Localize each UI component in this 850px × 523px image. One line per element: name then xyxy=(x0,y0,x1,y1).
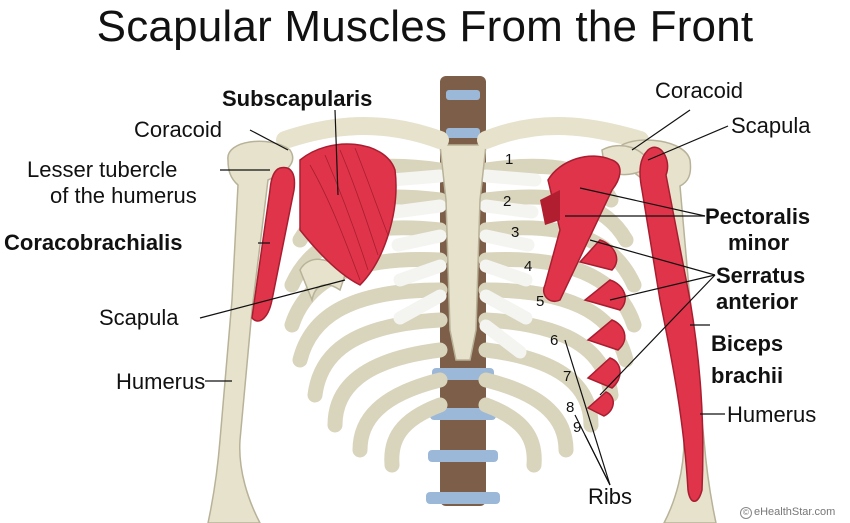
label-pectoralis-minor-line2: minor xyxy=(728,230,790,255)
subscapularis-fibers xyxy=(309,147,389,281)
clavicle-right xyxy=(477,117,649,149)
label-humerus-right: Humerus xyxy=(727,402,817,427)
leader-lines xyxy=(199,109,729,486)
rib-number-6: 6 xyxy=(550,332,559,349)
subscapularis-muscle xyxy=(299,143,397,286)
label-coracoid-right: Coracoid xyxy=(655,78,744,103)
clavicle-left xyxy=(276,117,449,149)
rib-number-4: 4 xyxy=(524,258,533,275)
label-serratus-anterior-line2: anterior xyxy=(716,289,798,314)
costal-cartilage xyxy=(385,169,542,359)
label-scapula-left: Scapula xyxy=(99,305,179,330)
page-title: Scapular Muscles From the Front xyxy=(96,2,754,51)
sternum xyxy=(439,144,487,361)
label-scapula-right: Scapula xyxy=(731,113,811,138)
rib-gap-shadow xyxy=(540,190,560,225)
copyright-icon: © xyxy=(740,507,752,519)
credit-text: eHealthStar.com xyxy=(754,506,836,518)
rib-number-8: 8 xyxy=(566,399,575,416)
rib-number-2: 2 xyxy=(503,193,512,210)
label-biceps-brachii-line1: Biceps xyxy=(711,331,784,356)
rib-number-5: 5 xyxy=(536,293,545,310)
label-humerus-left: Humerus xyxy=(116,369,206,394)
humerus-left-bone xyxy=(207,140,294,523)
label-biceps-brachii-line2: brachii xyxy=(711,363,784,388)
label-lesser-tubercle-line2: of the humerus xyxy=(50,183,197,208)
label-serratus-anterior-line1: Serratus xyxy=(716,263,806,288)
rib-number-1: 1 xyxy=(505,151,514,168)
rib-number-3: 3 xyxy=(511,224,520,241)
biceps-brachii-muscle xyxy=(639,146,704,502)
label-lesser-tubercle-line1: Lesser tubercle xyxy=(27,157,178,182)
rib-number-9: 9 xyxy=(573,419,582,436)
scapula-left-bone xyxy=(299,258,346,303)
rib-number-7: 7 xyxy=(563,368,572,385)
label-coracoid-left: Coracoid xyxy=(134,117,223,142)
label-pectoralis-minor-line1: Pectoralis xyxy=(705,204,811,229)
label-subscapularis: Subscapularis xyxy=(222,86,373,111)
credit-watermark: ©eHealthStar.com xyxy=(740,506,835,519)
coracobrachialis-muscle xyxy=(251,166,296,322)
label-ribs: Ribs xyxy=(588,484,633,509)
label-coracobrachialis: Coracobrachialis xyxy=(4,230,183,255)
